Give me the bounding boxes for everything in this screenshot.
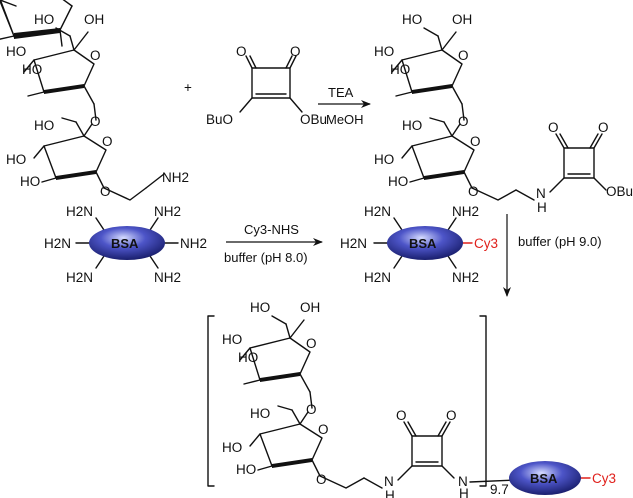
carbonyl-oxygen: O: [236, 44, 247, 59]
ring-oxygen: O: [102, 134, 113, 149]
ring-oxygen: O: [306, 336, 317, 351]
linker-oxygen: O: [100, 184, 111, 199]
cy3-label: Cy3: [474, 236, 498, 251]
squaramate-intermediate: [391, 27, 607, 201]
amine-label: NH2: [154, 204, 181, 219]
butoxy-label: OBu: [300, 112, 327, 127]
ho-label: HO: [6, 152, 26, 167]
oh-label: OH: [84, 12, 104, 27]
bsa-cy3: [373, 217, 473, 269]
amine-label: H2N: [66, 270, 93, 285]
oh-label: OH: [300, 300, 320, 315]
glycosidic-oxygen: O: [458, 114, 469, 129]
plus-sign: +: [184, 80, 192, 95]
carbonyl-oxygen: O: [396, 408, 407, 423]
ho-label: HO: [374, 44, 394, 59]
ho-label: HO: [22, 62, 42, 77]
ho-label: HO: [238, 350, 258, 365]
amine-label: H2N: [364, 204, 391, 219]
ho-label: HO: [20, 174, 40, 189]
reagent-buffer-ph8: buffer (pH 8.0): [224, 250, 308, 265]
amide-n-label: N: [384, 474, 394, 489]
amine-label: NH2: [452, 204, 479, 219]
ho-label: HO: [402, 118, 422, 133]
amine-label: H2N: [364, 270, 391, 285]
bsa-native: [75, 217, 179, 269]
cy3-label: Cy3: [592, 471, 616, 486]
bsa-protein: [509, 461, 581, 495]
amide-h-label: H: [385, 488, 395, 498]
butoxy-label: BuO: [206, 112, 233, 127]
repeat-subscript: 9.7: [490, 482, 509, 497]
ho-label: HO: [390, 62, 410, 77]
amine-label: NH2: [162, 170, 189, 185]
brackets: [207, 315, 487, 487]
ho-label: HO: [34, 12, 54, 27]
carbonyl-oxygen: O: [548, 120, 559, 135]
amine-label: NH2: [154, 270, 181, 285]
ho-label: HO: [222, 440, 242, 455]
ho-label: HO: [222, 332, 242, 347]
ring-oxygen: O: [470, 134, 481, 149]
ho-label: HO: [6, 44, 26, 59]
bsa-label: BSA: [530, 471, 558, 486]
amine-label: H2N: [44, 236, 71, 251]
amine-label: H2N: [340, 236, 367, 251]
carbonyl-oxygen: O: [598, 120, 609, 135]
ring-oxygen: O: [90, 48, 101, 63]
amide-h-label: H: [459, 486, 469, 498]
bsa-protein: [387, 226, 463, 260]
ho-label: HO: [236, 462, 256, 477]
amide-n-label: N: [536, 186, 546, 201]
glycosidic-oxygen: O: [90, 114, 101, 129]
amine-label: NH2: [180, 236, 207, 251]
linker-oxygen: O: [468, 184, 479, 199]
amide-h-label: H: [537, 200, 547, 215]
bsa-protein: [89, 226, 165, 260]
ho-label: HO: [34, 118, 54, 133]
carbonyl-oxygen: O: [446, 408, 457, 423]
ho-label: HO: [388, 174, 408, 189]
glycoconjugate-repeat-unit: [239, 315, 517, 489]
bsa-final: [509, 461, 591, 495]
ho-label: HO: [250, 406, 270, 421]
ho-label: HO: [250, 300, 270, 315]
ring-oxygen: O: [318, 422, 329, 437]
reagent-tea: TEA: [328, 85, 354, 100]
glycosidic-oxygen: O: [306, 402, 317, 417]
ho-label: HO: [402, 12, 422, 27]
dibutyl-squarate: [239, 55, 303, 113]
disaccharide-amine: [23, 27, 165, 201]
ring-oxygen: O: [458, 48, 469, 63]
reagent-cy3-nhs: Cy3-NHS: [244, 222, 299, 237]
reagent-meoh: MeOH: [326, 112, 364, 127]
reagent-buffer-ph9: buffer (pH 9.0): [518, 234, 602, 249]
linker-oxygen: O: [316, 472, 327, 487]
amine-label: H2N: [66, 204, 93, 219]
oh-label: OH: [452, 12, 472, 27]
mannose-upper: [0, 0, 73, 47]
butoxy-label-cut: OBu: [606, 184, 633, 199]
carbonyl-oxygen: O: [290, 44, 301, 59]
bsa-label: BSA: [409, 236, 437, 251]
amine-label: NH2: [452, 270, 479, 285]
amide-n-label: N: [458, 474, 468, 489]
ho-label: HO: [374, 152, 394, 167]
bsa-label: BSA: [111, 236, 139, 251]
